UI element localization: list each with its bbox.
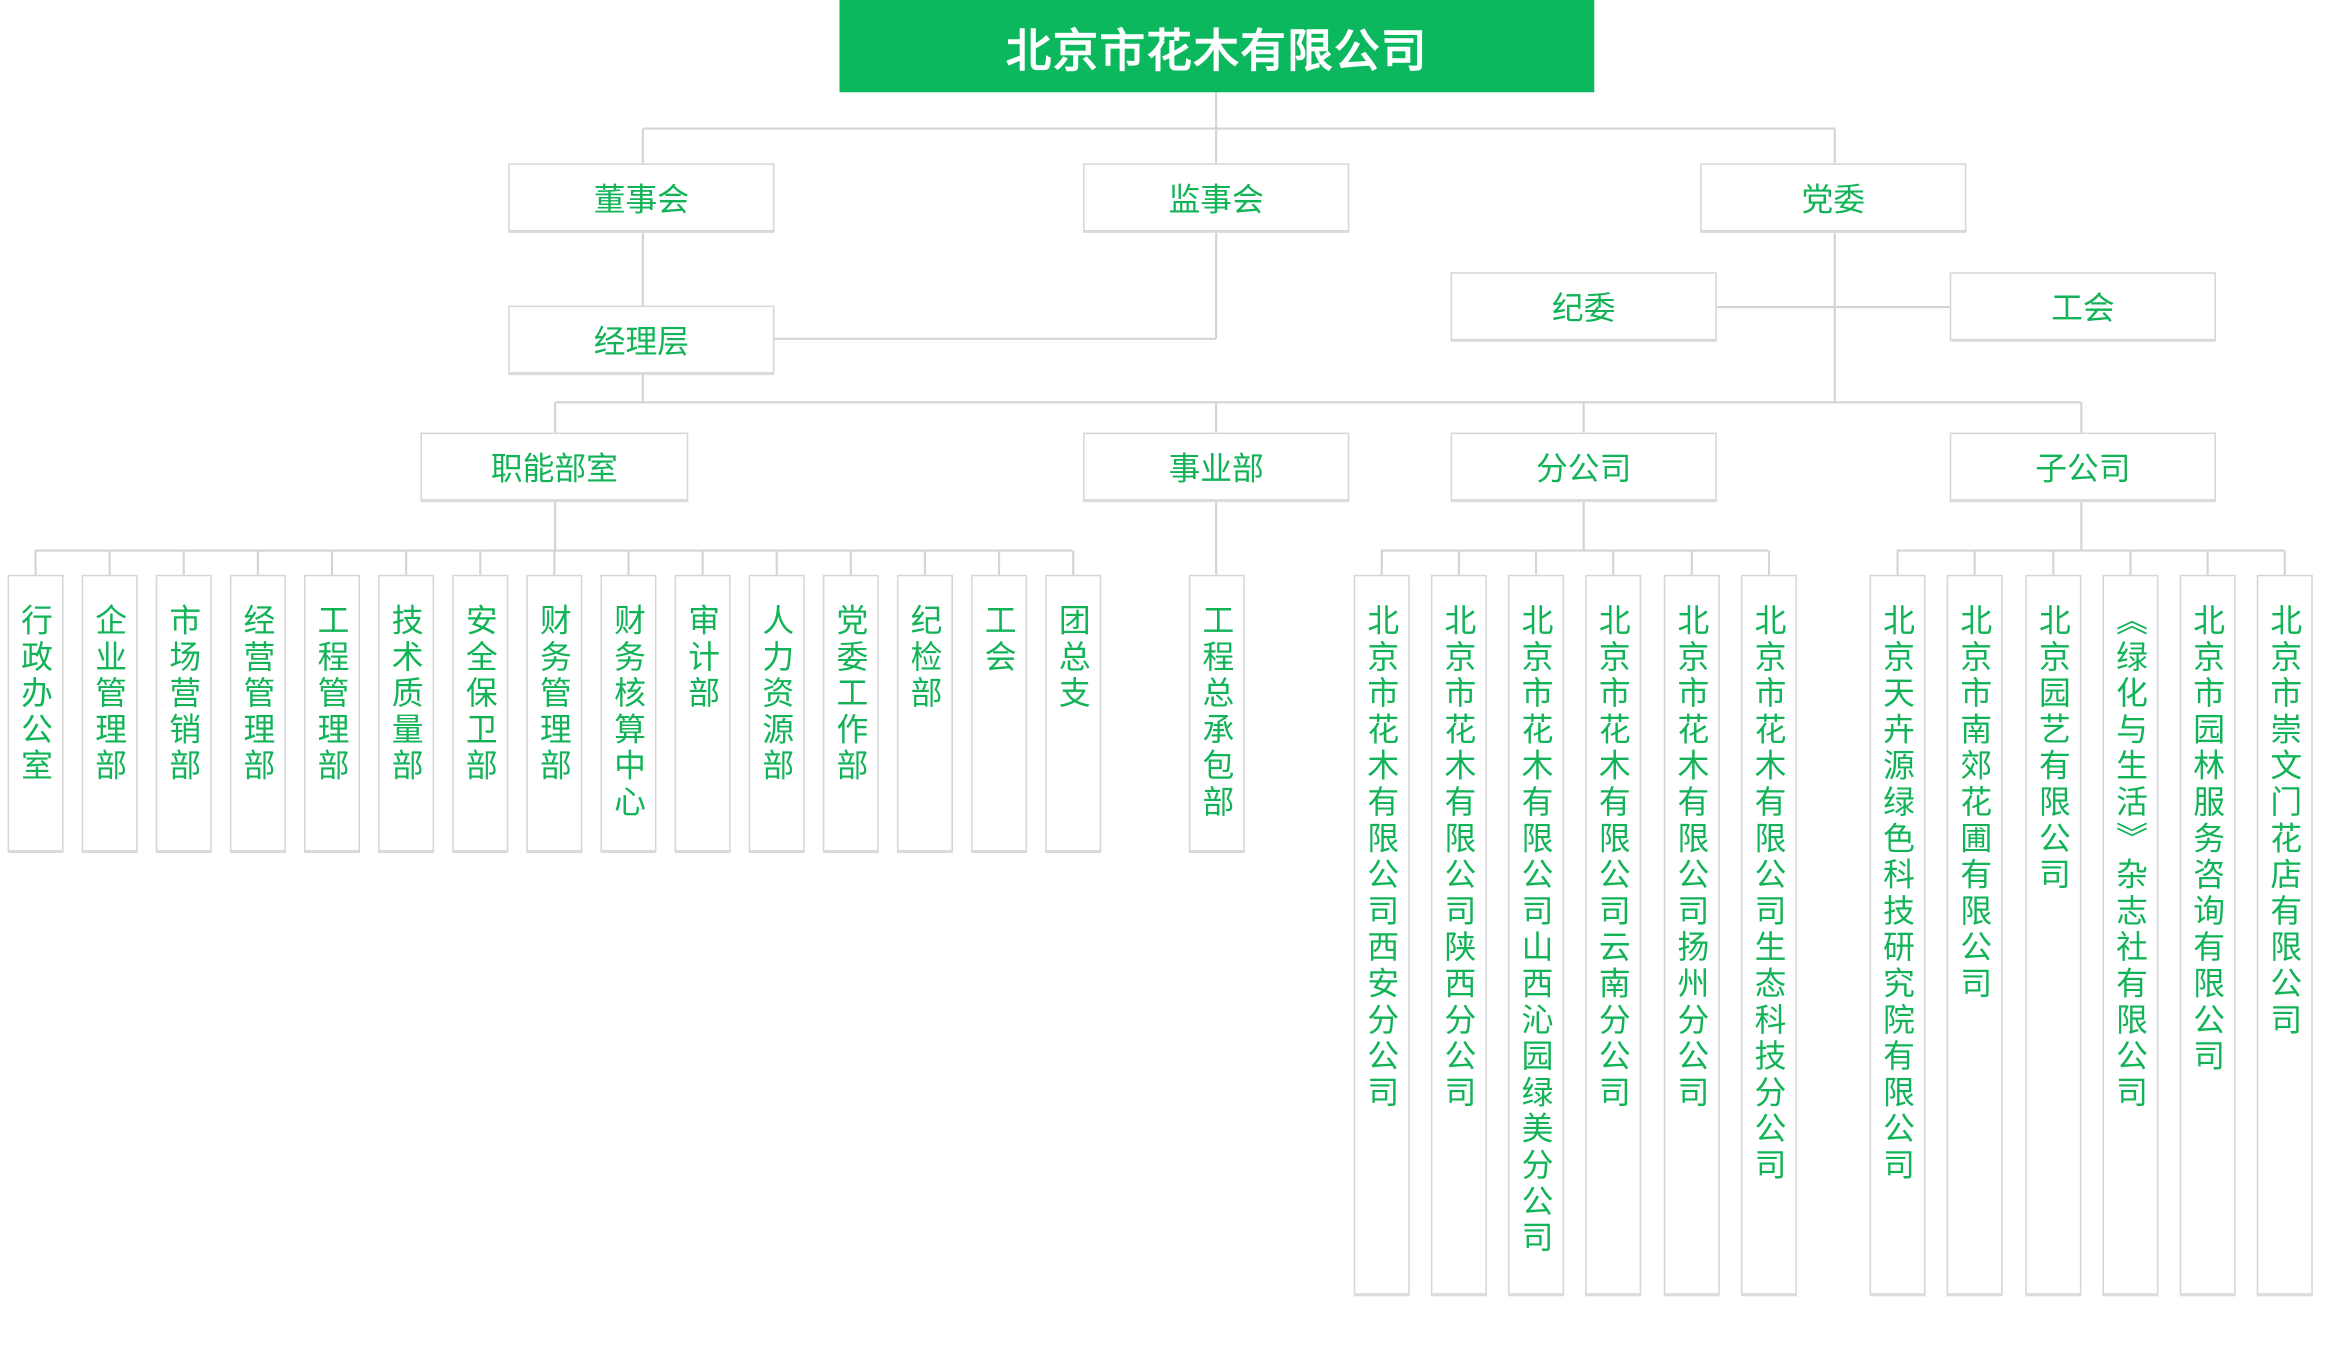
node-label: 北京天卉源绿色科技研究院有限公司 bbox=[1879, 603, 1916, 1185]
business-division-node[interactable]: 事业部 bbox=[1083, 432, 1350, 501]
branch-company-node[interactable]: 北京市花木有限公司西安分公司 bbox=[1353, 574, 1410, 1295]
node-label: 北京市南郊花圃有限公司 bbox=[1956, 603, 1993, 1003]
functional-department-node[interactable]: 市场营销部 bbox=[155, 574, 212, 852]
node-label: 团总支 bbox=[1055, 603, 1092, 713]
node-label: 企业管理部 bbox=[91, 603, 128, 786]
subsidiary-company-node[interactable]: 北京市南郊花圃有限公司 bbox=[1946, 574, 2003, 1295]
node-label: 党委工作部 bbox=[832, 603, 869, 786]
company-title: 北京市花木有限公司 bbox=[839, 0, 1595, 93]
functional-department-node[interactable]: 安全保卫部 bbox=[452, 574, 509, 852]
branch-company-node[interactable]: 北京市花木有限公司山西沁园绿美分公司 bbox=[1508, 574, 1565, 1295]
functional-department-node[interactable]: 审计部 bbox=[674, 574, 731, 852]
node-label: 北京市花木有限公司陕西分公司 bbox=[1440, 603, 1478, 1112]
functional-department-node[interactable]: 财务管理部 bbox=[526, 574, 583, 852]
node-label: 安全保卫部 bbox=[462, 603, 499, 786]
node-label: 财务核算中心 bbox=[610, 603, 647, 822]
node-label: 北京市花木有限公司生态科技分公司 bbox=[1750, 603, 1788, 1185]
node-label: 财务管理部 bbox=[536, 603, 573, 786]
labor-union-node[interactable]: 工会 bbox=[1949, 272, 2216, 341]
subsidiary-company-node[interactable]: 《绿化与生活》杂志社有限公司 bbox=[2102, 574, 2159, 1295]
node-label: 北京园艺有限公司 bbox=[2035, 603, 2072, 894]
subsidiary-company-node[interactable]: 北京天卉源绿色科技研究院有限公司 bbox=[1869, 574, 1926, 1295]
branch-company-node[interactable]: 北京市花木有限公司云南分公司 bbox=[1585, 574, 1642, 1295]
branch-company-node[interactable]: 北京市花木有限公司扬州分公司 bbox=[1663, 574, 1720, 1295]
subsidiary-company-node[interactable]: 北京市崇文门花店有限公司 bbox=[2256, 574, 2313, 1295]
node-label: 人力资源部 bbox=[758, 603, 795, 786]
node-label: 工会 bbox=[980, 603, 1018, 677]
functional-department-node[interactable]: 工会 bbox=[971, 574, 1028, 852]
node-label: 工程总承包部 bbox=[1198, 603, 1236, 822]
node-label: 工程管理部 bbox=[313, 603, 351, 786]
node-label: 经营管理部 bbox=[239, 603, 277, 786]
node-label: 纪检部 bbox=[906, 603, 944, 713]
node-label: 北京市花木有限公司山西沁园绿美分公司 bbox=[1517, 603, 1555, 1257]
node-label: 北京市花木有限公司西安分公司 bbox=[1363, 603, 1400, 1112]
functional-department-node[interactable]: 党委工作部 bbox=[822, 574, 879, 852]
functional-department-node[interactable]: 工程管理部 bbox=[304, 574, 360, 852]
node-label: 审计部 bbox=[684, 603, 721, 713]
board-of-directors-node[interactable]: 董事会 bbox=[508, 163, 775, 232]
discipline-committee-node[interactable]: 纪委 bbox=[1450, 272, 1717, 341]
node-label: 北京市园林服务咨询有限公司 bbox=[2189, 603, 2226, 1076]
subsidiary-company-node[interactable]: 北京市园林服务咨询有限公司 bbox=[2179, 574, 2236, 1295]
node-label: 行政办公室 bbox=[17, 603, 54, 786]
functional-department-node[interactable]: 经营管理部 bbox=[229, 574, 286, 852]
node-label: 北京市崇文门花店有限公司 bbox=[2266, 603, 2303, 1040]
subsidiary-company-node[interactable]: 北京园艺有限公司 bbox=[2025, 574, 2082, 1295]
business-unit-node[interactable]: 工程总承包部 bbox=[1188, 574, 1245, 852]
party-committee-node[interactable]: 党委 bbox=[1700, 163, 1967, 232]
functional-department-node[interactable]: 人力资源部 bbox=[748, 574, 805, 852]
branch-company-node[interactable]: 北京市花木有限公司陕西分公司 bbox=[1430, 574, 1487, 1295]
node-label: 北京市花木有限公司云南分公司 bbox=[1595, 603, 1632, 1112]
node-label: 市场营销部 bbox=[165, 603, 202, 786]
branch-company-node[interactable]: 北京市花木有限公司生态科技分公司 bbox=[1741, 574, 1797, 1295]
functional-department-node[interactable]: 纪检部 bbox=[896, 574, 953, 852]
management-node[interactable]: 经理层 bbox=[508, 305, 775, 374]
functional-department-node[interactable]: 团总支 bbox=[1045, 574, 1102, 852]
functional-departments-node[interactable]: 职能部室 bbox=[420, 432, 689, 501]
functional-department-node[interactable]: 财务核算中心 bbox=[600, 574, 657, 852]
board-of-supervisors-node[interactable]: 监事会 bbox=[1083, 163, 1350, 232]
branch-companies-node[interactable]: 分公司 bbox=[1450, 432, 1717, 501]
subsidiaries-node[interactable]: 子公司 bbox=[1949, 432, 2216, 501]
node-label: 北京市花木有限公司扬州分公司 bbox=[1673, 603, 1710, 1112]
node-label: 《绿化与生活》杂志社有限公司 bbox=[2112, 603, 2149, 1112]
functional-department-node[interactable]: 企业管理部 bbox=[81, 574, 138, 852]
node-label: 技术质量部 bbox=[387, 603, 425, 786]
functional-department-node[interactable]: 行政办公室 bbox=[7, 574, 64, 852]
functional-department-node[interactable]: 技术质量部 bbox=[378, 574, 435, 852]
